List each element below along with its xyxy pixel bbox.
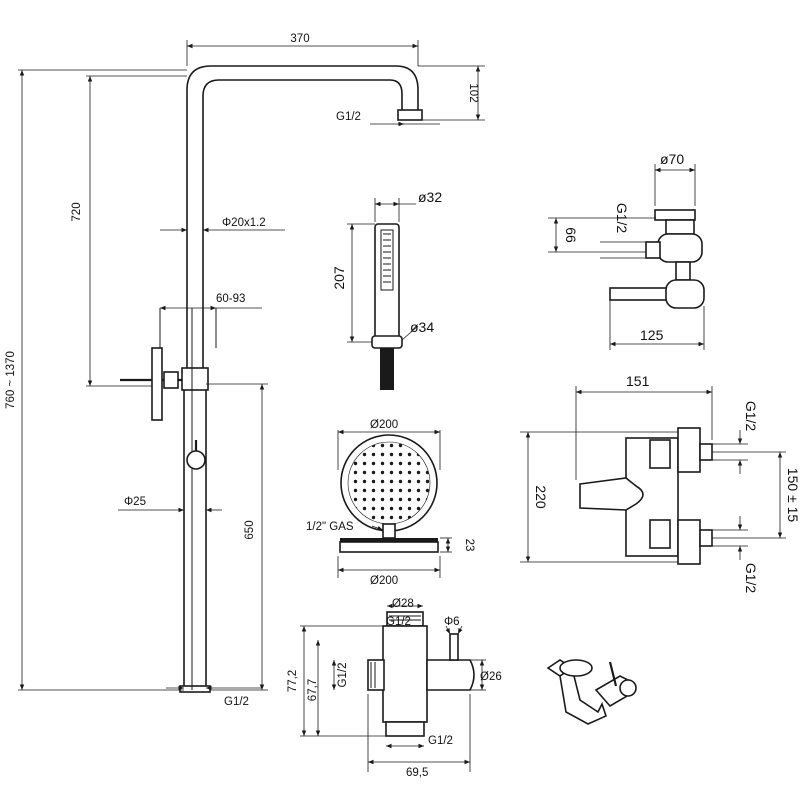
dim-div-dia-side: Ø26 [480,671,502,683]
dim-arm-drop: 102 [467,83,479,102]
div-thread-side: G1/2 [337,663,349,688]
dim-m-centres: 150 ± 15 [785,468,800,523]
m-thread-bottom-label: G1/2 [743,563,759,594]
hand-shower-drawing: ø32 207 ø34 [331,189,442,390]
m-thread-top-label: G1/2 [743,401,759,432]
dim-head-dia-bottom: Ø200 [370,575,398,587]
dim-hand-dia-top: ø32 [418,189,442,205]
dim-lower-pipe-dia: Φ25 [124,496,146,508]
dim-m-height: 220 [533,485,549,509]
arm-thread-label: G1/2 [336,111,361,123]
diverter-drawing: Ø28 G1/2 Φ6 77,2 67,7 G1/2 Ø26 G1/2 69,5 [287,598,502,779]
diverter-3d-icon [546,659,637,725]
dim-pipe-width: 370 [290,33,309,45]
dim-div-width: 69,5 [406,767,428,779]
dim-upper-height: 720 [71,202,83,221]
shower-head-drawing: Ø200 1/2" GAS 23 Ø200 [306,419,475,587]
dim-div-h2: 67,7 [307,679,319,701]
wall-mixer-drawing: 151 220 G1/2 150 ± 15 G1/2 [520,373,800,593]
dim-slide-range: 60-93 [216,293,245,305]
dim-div-pin: Φ6 [444,616,460,628]
bottom-thread-label: G1/2 [224,696,249,708]
div-thread-bottom: G1/2 [428,735,453,747]
dim-v-dia: ø70 [660,151,684,167]
dim-total-height: 760 ~ 1370 [5,351,17,409]
v-thread-label: G1/2 [614,203,630,234]
dim-v-width: 125 [640,327,664,343]
dim-hand-dia-base: ø34 [410,319,434,335]
dim-lower-height: 650 [244,520,256,539]
dim-div-h1: 77,2 [287,670,299,692]
valve-drawing: ø70 66 G1/2 125 [548,151,705,350]
dim-m-width: 151 [626,373,650,389]
div-thread-top: G1/2 [386,616,411,628]
dim-hand-length: 207 [331,266,347,290]
dim-pipe-dia: Φ20x1.2 [222,217,266,229]
dim-v-height: 66 [563,227,579,243]
head-gas-label: 1/2" GAS [306,521,354,533]
dim-head-dia-top: Ø200 [370,419,398,431]
dim-div-dia-top: Ø28 [392,598,414,610]
dim-head-thick: 23 [463,539,475,552]
